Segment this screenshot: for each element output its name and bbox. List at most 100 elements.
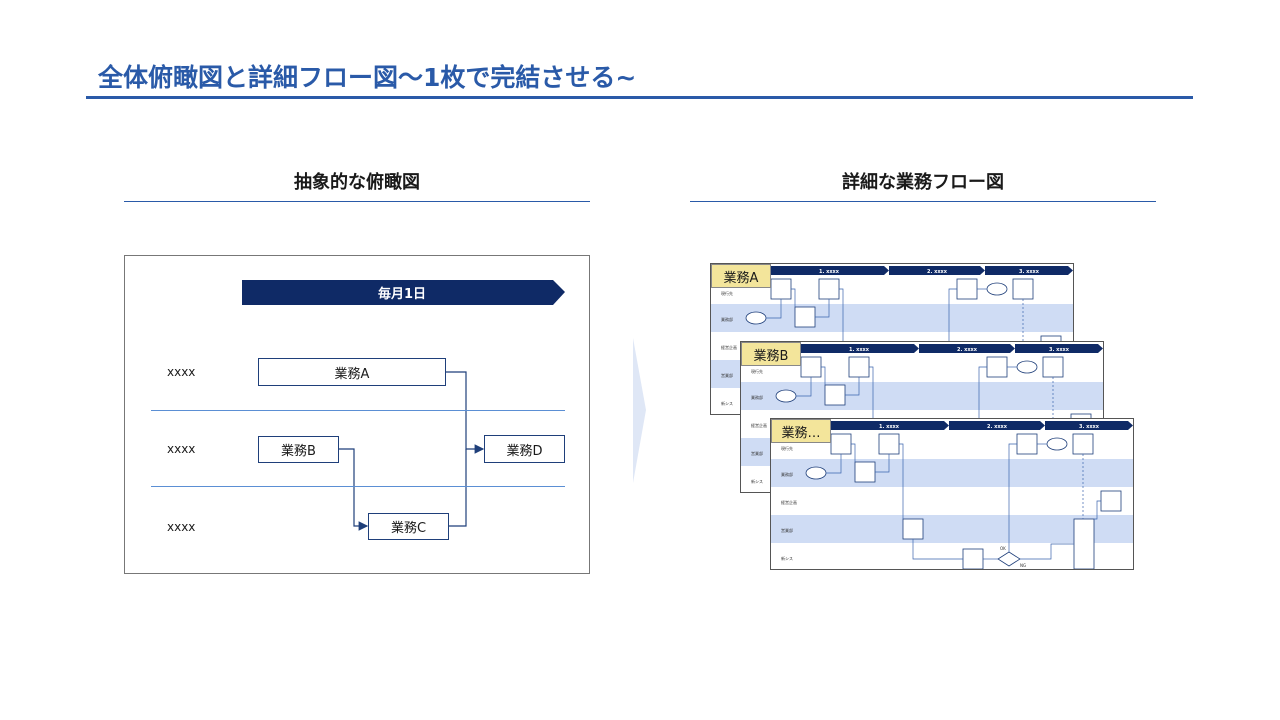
flow-connector bbox=[1008, 443, 1017, 552]
flow-step bbox=[878, 433, 900, 455]
lane-label: 経営企画 bbox=[721, 344, 737, 350]
phase-banner bbox=[1015, 344, 1103, 353]
lane-label: 現行先 bbox=[781, 445, 793, 451]
flow-connector bbox=[912, 539, 963, 560]
phase-banner bbox=[889, 266, 985, 275]
phase-label: 1. xxxx bbox=[849, 347, 870, 353]
phase-banner bbox=[829, 421, 949, 430]
page-title: 全体俯瞰図と詳細フロー図～1枚で完結させる~ bbox=[98, 63, 637, 92]
phase-label: 3. xxxx bbox=[1019, 269, 1040, 275]
lane-label: 経営企画 bbox=[781, 499, 797, 505]
flow-connector bbox=[766, 299, 782, 319]
connector-c-d bbox=[449, 449, 467, 527]
decision-label: OK bbox=[1000, 546, 1006, 551]
lane-label: 新シス bbox=[781, 555, 793, 561]
flow-terminal bbox=[986, 282, 1008, 296]
sheet-tag: 業務B bbox=[741, 342, 801, 366]
sheet-tag: 業務A bbox=[711, 264, 771, 288]
flow-step bbox=[770, 278, 792, 300]
flow-start bbox=[805, 466, 827, 480]
overview-heading-rule bbox=[124, 201, 590, 202]
task-box-b: 業務B bbox=[258, 436, 339, 463]
phase-label: 3. xxxx bbox=[1079, 424, 1100, 430]
flow-connector bbox=[1094, 500, 1101, 520]
flow-step bbox=[962, 548, 984, 569]
flow-connector bbox=[826, 454, 842, 474]
flow-step bbox=[1012, 278, 1034, 300]
flow-connector bbox=[821, 366, 826, 385]
task-box-d: 業務D bbox=[484, 435, 565, 463]
phase-banner bbox=[1045, 421, 1133, 430]
flow-start bbox=[775, 389, 797, 403]
flow-connector bbox=[791, 288, 796, 307]
phase-banner bbox=[985, 266, 1073, 275]
phase-banner bbox=[949, 421, 1045, 430]
lane-label: 営業部 bbox=[781, 527, 793, 533]
phase-label: 2. xxxx bbox=[987, 424, 1008, 430]
flow-terminal bbox=[1016, 360, 1038, 374]
task-box-a: 業務A bbox=[258, 358, 446, 386]
connector-b-c bbox=[339, 448, 369, 531]
lane-label: 現行先 bbox=[721, 290, 733, 296]
title-underline bbox=[86, 96, 1193, 99]
flow-connector bbox=[1020, 543, 1074, 560]
flow-step bbox=[1073, 518, 1095, 569]
phase-label: 3. xxxx bbox=[1049, 347, 1070, 353]
row-label: xxxx bbox=[167, 520, 196, 534]
detail-heading-rule bbox=[690, 201, 1156, 202]
flow-step bbox=[824, 384, 846, 406]
flow-connector bbox=[875, 454, 890, 473]
transition-arrow bbox=[633, 338, 646, 483]
flow-step bbox=[818, 278, 840, 300]
phase-banner bbox=[769, 266, 889, 275]
overview-heading: 抽象的な俯瞰図 bbox=[294, 172, 420, 193]
flow-step bbox=[1100, 490, 1122, 512]
flow-step bbox=[986, 356, 1008, 378]
phase-label: 1. xxxx bbox=[879, 424, 900, 430]
lane-label: 業務部 bbox=[721, 316, 733, 322]
phase-label: 2. xxxx bbox=[927, 269, 948, 275]
flow-connector bbox=[796, 377, 812, 397]
decision-label: NG bbox=[1020, 563, 1026, 568]
flow-step bbox=[1072, 433, 1094, 455]
lane-divider bbox=[151, 486, 565, 487]
flow-step bbox=[854, 461, 876, 483]
flow-connector bbox=[851, 443, 856, 462]
flow-connector bbox=[815, 299, 830, 318]
flow-connector bbox=[899, 443, 904, 519]
date-banner: 毎月1日 bbox=[377, 287, 427, 302]
lane-label: 経営企画 bbox=[751, 422, 767, 428]
lane-label: 新シス bbox=[751, 478, 763, 484]
lane-label: 営業部 bbox=[721, 372, 733, 378]
task-box-c: 業務C bbox=[368, 513, 449, 540]
lane-label: 現行先 bbox=[751, 368, 763, 374]
overview-diagram: 毎月1日 xxxx xxxx xxxx 業務A 業務B 業務C 業務D bbox=[124, 255, 590, 574]
flow-connector bbox=[869, 366, 874, 442]
flow-step bbox=[956, 278, 978, 300]
flow-step bbox=[1016, 433, 1038, 455]
flow-connector bbox=[839, 288, 844, 364]
flow-step bbox=[1042, 356, 1064, 378]
lane-divider bbox=[151, 410, 565, 411]
lane-label: 業務部 bbox=[781, 471, 793, 477]
date-banner-shape bbox=[242, 280, 565, 305]
flow-step bbox=[800, 356, 822, 378]
lane-label: 業務部 bbox=[751, 394, 763, 400]
lane-label: 新シス bbox=[721, 400, 733, 406]
flow-step bbox=[830, 433, 852, 455]
phase-banner bbox=[799, 344, 919, 353]
flow-start bbox=[745, 311, 767, 325]
row-label: xxxx bbox=[167, 365, 196, 379]
flow-terminal bbox=[1046, 437, 1068, 451]
lane-label: 営業部 bbox=[751, 450, 763, 456]
flow-step bbox=[902, 518, 924, 540]
sheet-tag: 業務… bbox=[771, 419, 831, 443]
flow-step bbox=[848, 356, 870, 378]
phase-label: 2. xxxx bbox=[957, 347, 978, 353]
flow-connector bbox=[845, 377, 860, 396]
detail-heading: 詳細な業務フロー図 bbox=[842, 172, 1004, 193]
phase-banner bbox=[919, 344, 1015, 353]
phase-label: 1. xxxx bbox=[819, 269, 840, 275]
